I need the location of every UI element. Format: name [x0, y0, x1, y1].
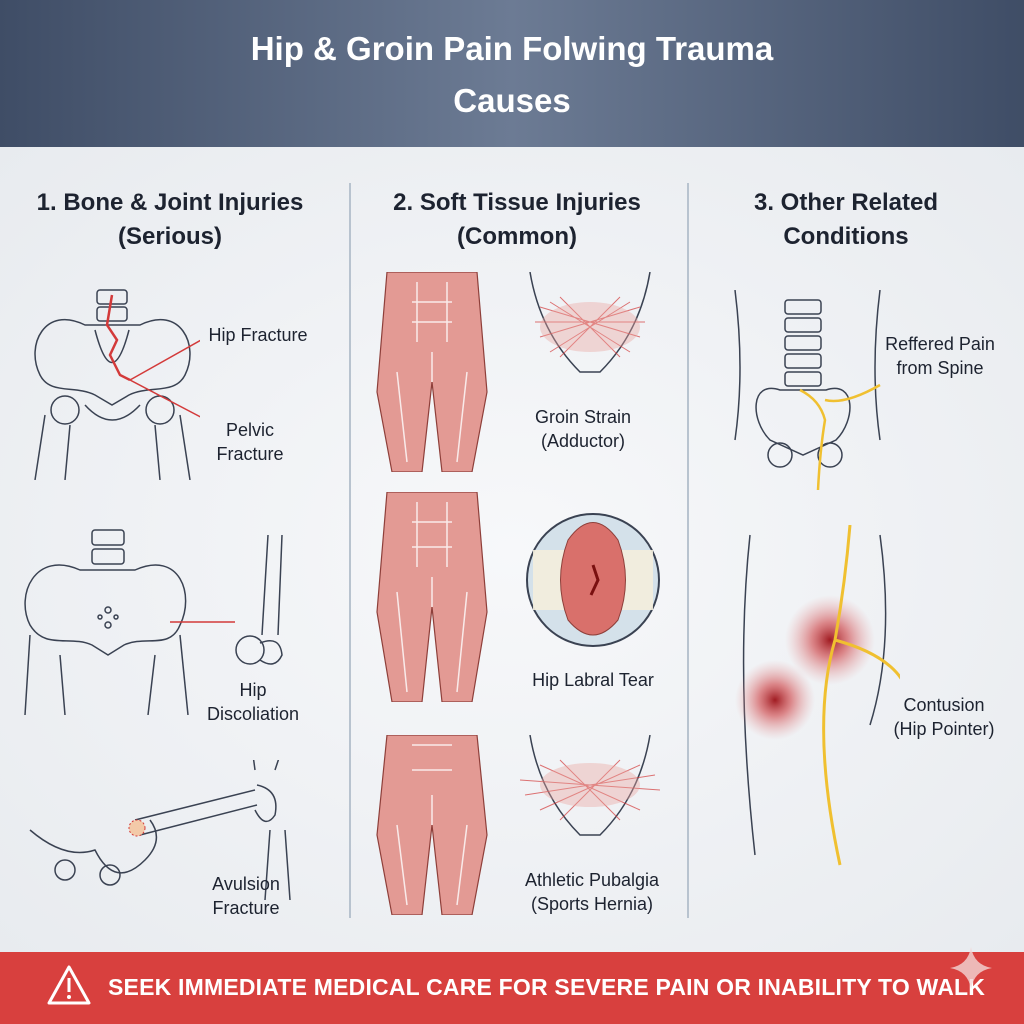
label-hip-fracture: Hip Fracture: [173, 323, 343, 347]
page-title-line2: Causes: [453, 82, 571, 119]
label-line: Fracture: [212, 898, 280, 918]
title-line: (Serious): [117, 223, 222, 250]
column-2-title: 2. Soft Tissue Injuries (Common): [352, 186, 682, 254]
warning-message: SEEK IMMEDIATE MEDICAL CARE FOR SEVERE P…: [108, 974, 986, 1000]
column-divider: [687, 183, 689, 918]
column-1-title: 1. Bone & Joint Injuries (Serious): [5, 186, 335, 254]
header: Hip & Groin Pain Folwing Trauma Causes: [0, 0, 1024, 147]
hip-dislocation-illustration: [24, 529, 283, 715]
title-line: 3. Other Related: [753, 189, 939, 216]
hip-labral-tear-illustration: [526, 513, 660, 647]
label-line: Fracture: [216, 444, 284, 464]
warning-triangle-icon: [47, 965, 91, 1005]
label-contusion: Contusion (Hip Pointer): [859, 693, 1024, 741]
label-line: Athletic Pubalgia: [524, 870, 660, 890]
label-line: Hip Labral Tear: [532, 670, 654, 690]
pelvis-fracture-illustration: [34, 289, 200, 480]
label-athletic-pubalgia: Athletic Pubalgia (Sports Hernia): [507, 868, 677, 916]
thigh-muscles-illustration: [376, 272, 488, 472]
label-line: Avulsion: [212, 874, 280, 894]
spine-referred-pain-illustration: [734, 290, 881, 490]
label-line: Contusion: [903, 695, 985, 715]
title-line: 2. Soft Tissue Injuries: [393, 189, 641, 216]
content-area: [0, 147, 1024, 952]
label-line: (Hip Pointer): [893, 719, 995, 739]
warning-banner: SEEK IMMEDIATE MEDICAL CARE FOR SEVERE P…: [0, 952, 1024, 1024]
thigh-muscles-illustration: [376, 735, 488, 915]
label-line: Reffered Pain: [885, 334, 995, 354]
groin-strain-illustration: [529, 272, 651, 373]
label-groin-strain: Groin Strain (Adductor): [498, 405, 668, 453]
title-line: Conditions: [783, 223, 909, 250]
title-line: (Common): [457, 223, 577, 250]
hip-contusion-illustration: [735, 525, 900, 866]
label-referred-pain: Reffered Pain from Spine: [855, 332, 1024, 380]
label-line: Discoliation: [206, 704, 300, 724]
label-line: from Spine: [896, 358, 984, 378]
label-line: Groin Strain: [534, 407, 632, 427]
label-line: (Adductor): [540, 431, 626, 451]
sparkle-icon: [950, 947, 992, 989]
label-line: Hip: [239, 680, 267, 700]
label-hip-labral-tear: Hip Labral Tear: [508, 668, 678, 692]
label-line: Pelvic: [225, 420, 274, 440]
athletic-pubalgia-illustration: [520, 735, 660, 836]
thigh-muscles-illustration: [376, 492, 488, 702]
avulsion-fracture-illustration: [29, 760, 291, 900]
title-line: 1. Bone & Joint Injuries: [36, 189, 304, 216]
label-line: Hip Fracture: [208, 325, 308, 345]
column-3-title: 3. Other Related Conditions: [681, 186, 1011, 254]
page-title-line1: Hip & Groin Pain Folwing Trauma: [250, 30, 774, 67]
column-divider: [349, 183, 351, 918]
label-line: (Sports Hernia): [530, 894, 654, 914]
